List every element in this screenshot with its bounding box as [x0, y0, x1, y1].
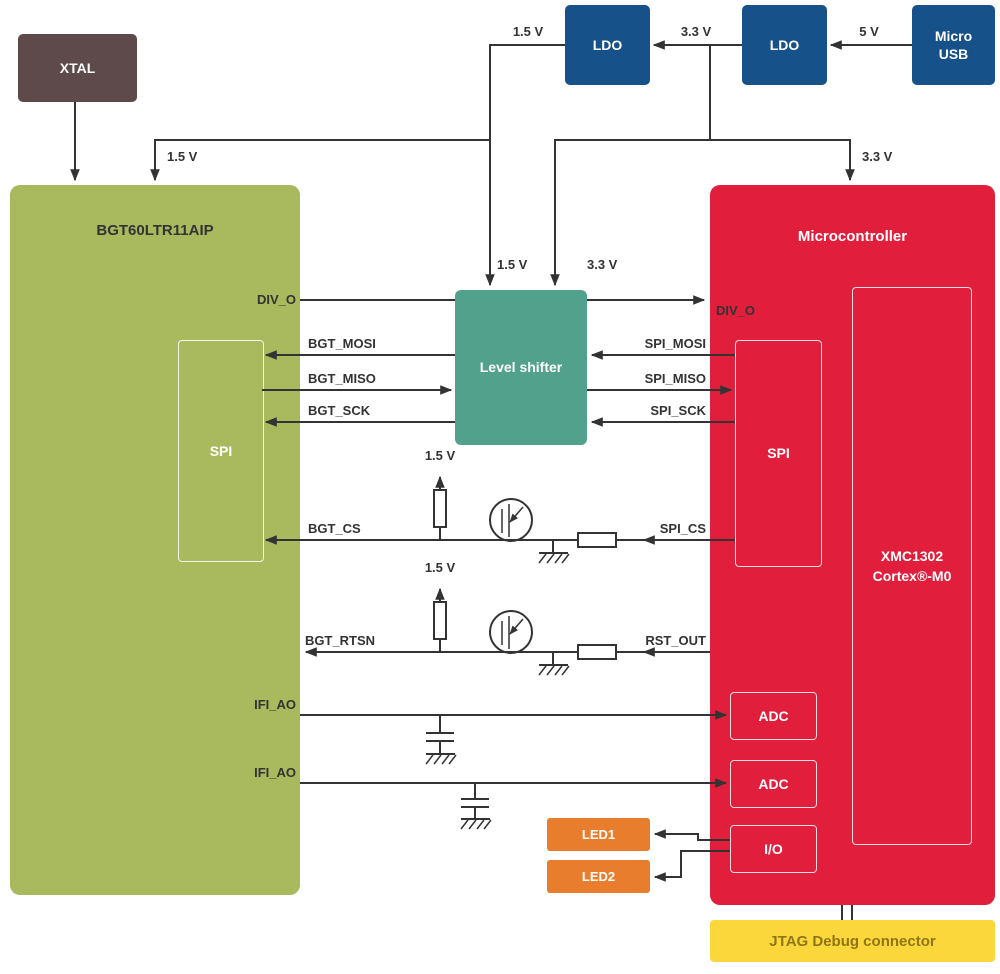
label-spi-sck: SPI_SCK — [650, 403, 706, 418]
label-rst-out: RST_OUT — [645, 633, 706, 648]
pullup-resistor — [433, 601, 447, 640]
capacitor-symbol — [426, 732, 454, 742]
jtag-wires — [841, 905, 853, 920]
mosfet-symbol — [489, 498, 533, 542]
label-bgt-miso: BGT_MISO — [308, 371, 376, 386]
power-label-1v5-bgt: 1.5 V — [167, 149, 198, 164]
jtag-label: JTAG Debug connector — [769, 932, 936, 950]
micro-usb-block: Micro USB — [912, 5, 995, 85]
ldo1-label: LDO — [592, 36, 623, 53]
ldo1-block: LDO — [565, 5, 650, 85]
adc1-block: ADC — [730, 692, 817, 740]
label-bgt-rtsn: BGT_RTSN — [305, 633, 376, 648]
mcu-spi-label: SPI — [767, 445, 790, 462]
label-bgt-cs: BGT_CS — [308, 521, 361, 536]
level-shifter-label: Level shifter — [479, 359, 563, 376]
led2-label: LED2 — [581, 869, 616, 884]
power-label-1v5-cs-pullup: 1.5 V — [424, 448, 456, 463]
mcu-core-block: XMC1302 Cortex®-M0 — [852, 287, 972, 845]
label-div-o-left: DIV_O — [256, 292, 296, 307]
ldo2-block: LDO — [742, 5, 827, 85]
power-label-1v5-rst-pullup: 1.5 V — [424, 560, 456, 575]
ground-symbol — [538, 552, 570, 564]
led2-block: LED2 — [547, 860, 650, 893]
label-spi-cs: SPI_CS — [659, 521, 706, 536]
label-bgt-sck: BGT_SCK — [308, 403, 371, 418]
io-label: I/O — [764, 840, 783, 857]
io-block: I/O — [730, 825, 817, 873]
mcu-spi-block: SPI — [735, 340, 822, 567]
label-spi-miso: SPI_MISO — [644, 371, 706, 386]
label-ifi-ao-2: IFI_AO — [254, 765, 296, 780]
ifi-filter-1 — [300, 710, 728, 765]
label-bgt-mosi: BGT_MOSI — [308, 336, 376, 351]
micro-usb-label: Micro USB — [934, 27, 973, 62]
jtag-block: JTAG Debug connector — [710, 920, 995, 962]
adc2-label: ADC — [758, 775, 789, 792]
ifi-filter-2 — [300, 778, 728, 830]
power-label-1v5-top: 1.5 V — [512, 24, 544, 39]
mosfet-symbol — [489, 610, 533, 654]
bgt-block — [10, 185, 300, 895]
capacitor-symbol — [461, 798, 489, 808]
xtal-block: XTAL — [18, 34, 137, 102]
bgt-title: BGT60LTR11AIP — [96, 222, 214, 239]
label-div-o-right: DIV_O — [716, 303, 756, 318]
mcu-title: Microcontroller — [797, 228, 908, 245]
bgt-spi-label: SPI — [209, 442, 233, 459]
cs-level-shift-circuit — [264, 475, 735, 564]
label-ifi-ao-1: IFI_AO — [254, 697, 296, 712]
ldo2-label: LDO — [769, 36, 800, 53]
adc2-block: ADC — [730, 760, 817, 808]
mcu-core-label: XMC1302 Cortex®-M0 — [872, 547, 952, 584]
xtal-label: XTAL — [59, 59, 96, 76]
led1-label: LED1 — [581, 827, 616, 842]
ground-symbol — [425, 753, 457, 765]
bgt-spi-block: SPI — [178, 340, 264, 562]
level-shifter-block: Level shifter — [455, 290, 587, 445]
ground-symbol — [460, 818, 492, 830]
power-label-5v-top: 5 V — [859, 24, 879, 39]
label-spi-mosi: SPI_MOSI — [644, 336, 706, 351]
pullup-resistor — [433, 489, 447, 528]
adc1-label: ADC — [758, 707, 789, 724]
reset-level-shift-circuit — [304, 587, 710, 676]
power-label-3v3-levelshifter: 3.3 V — [587, 257, 618, 272]
ground-symbol — [538, 664, 570, 676]
power-label-3v3-mcu: 3.3 V — [862, 149, 893, 164]
led1-block: LED1 — [547, 818, 650, 851]
power-label-1v5-levelshifter: 1.5 V — [497, 257, 528, 272]
power-label-3v3-top: 3.3 V — [680, 24, 712, 39]
